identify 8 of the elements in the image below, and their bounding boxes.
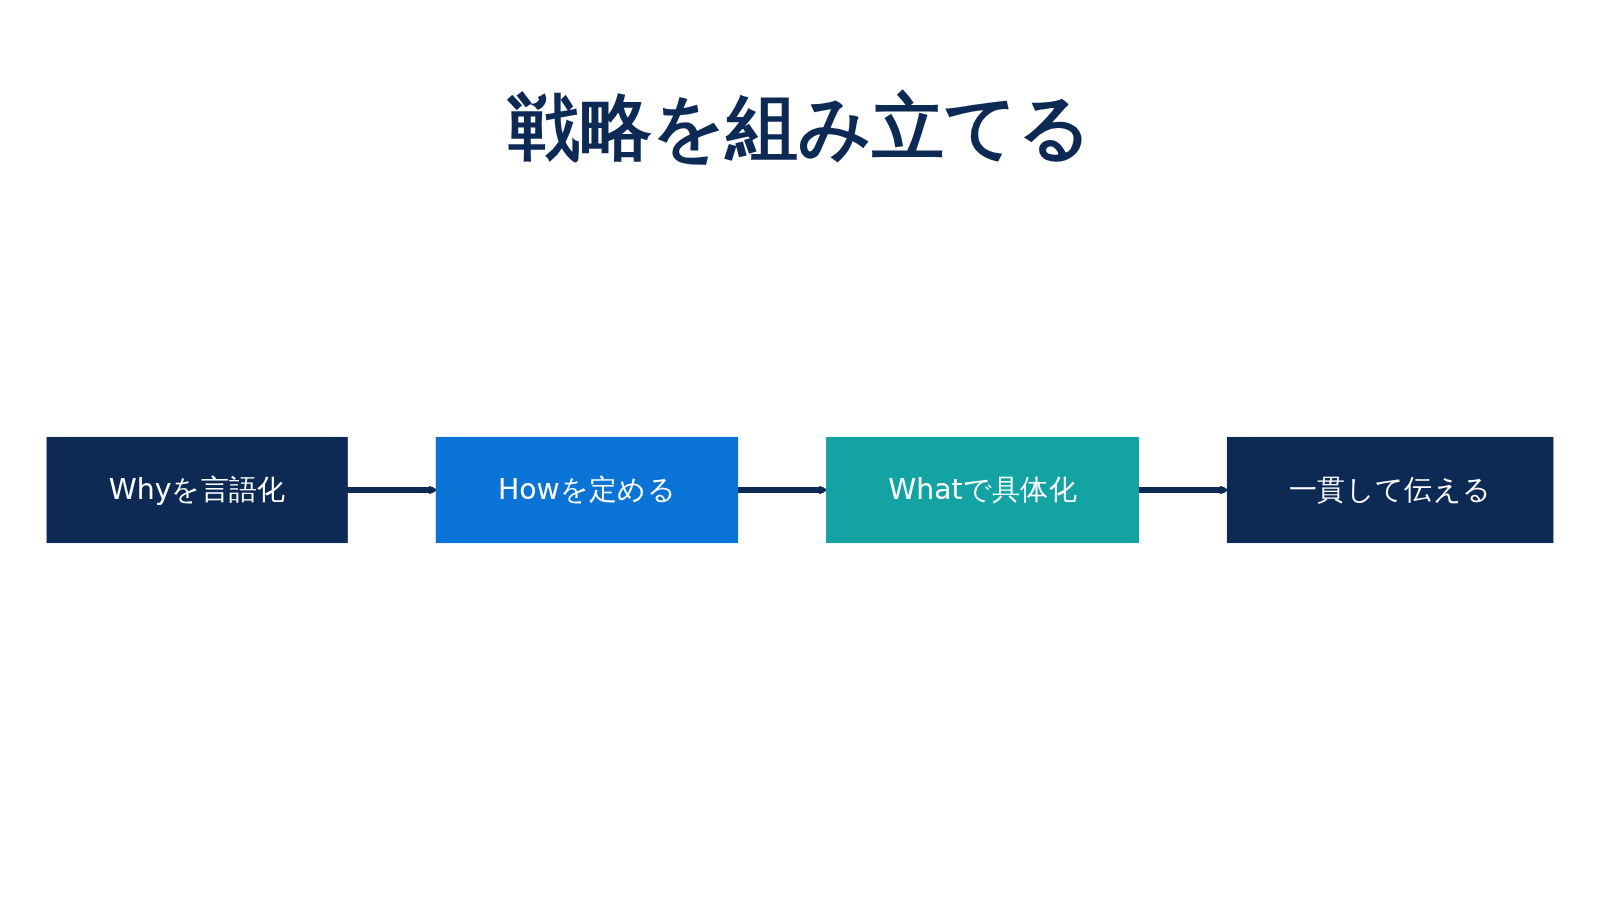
arrow xyxy=(346,485,438,495)
diagram-title: 戦略を組み立てる xyxy=(508,85,1092,169)
node-box: Whyを言語化 xyxy=(46,436,348,544)
node-box: 一貫して伝える xyxy=(1226,436,1554,544)
arrow xyxy=(736,485,828,495)
node-box: Howを定める xyxy=(435,436,739,544)
arrow xyxy=(1137,485,1229,495)
node-box: Whatで具体化 xyxy=(826,436,1139,544)
